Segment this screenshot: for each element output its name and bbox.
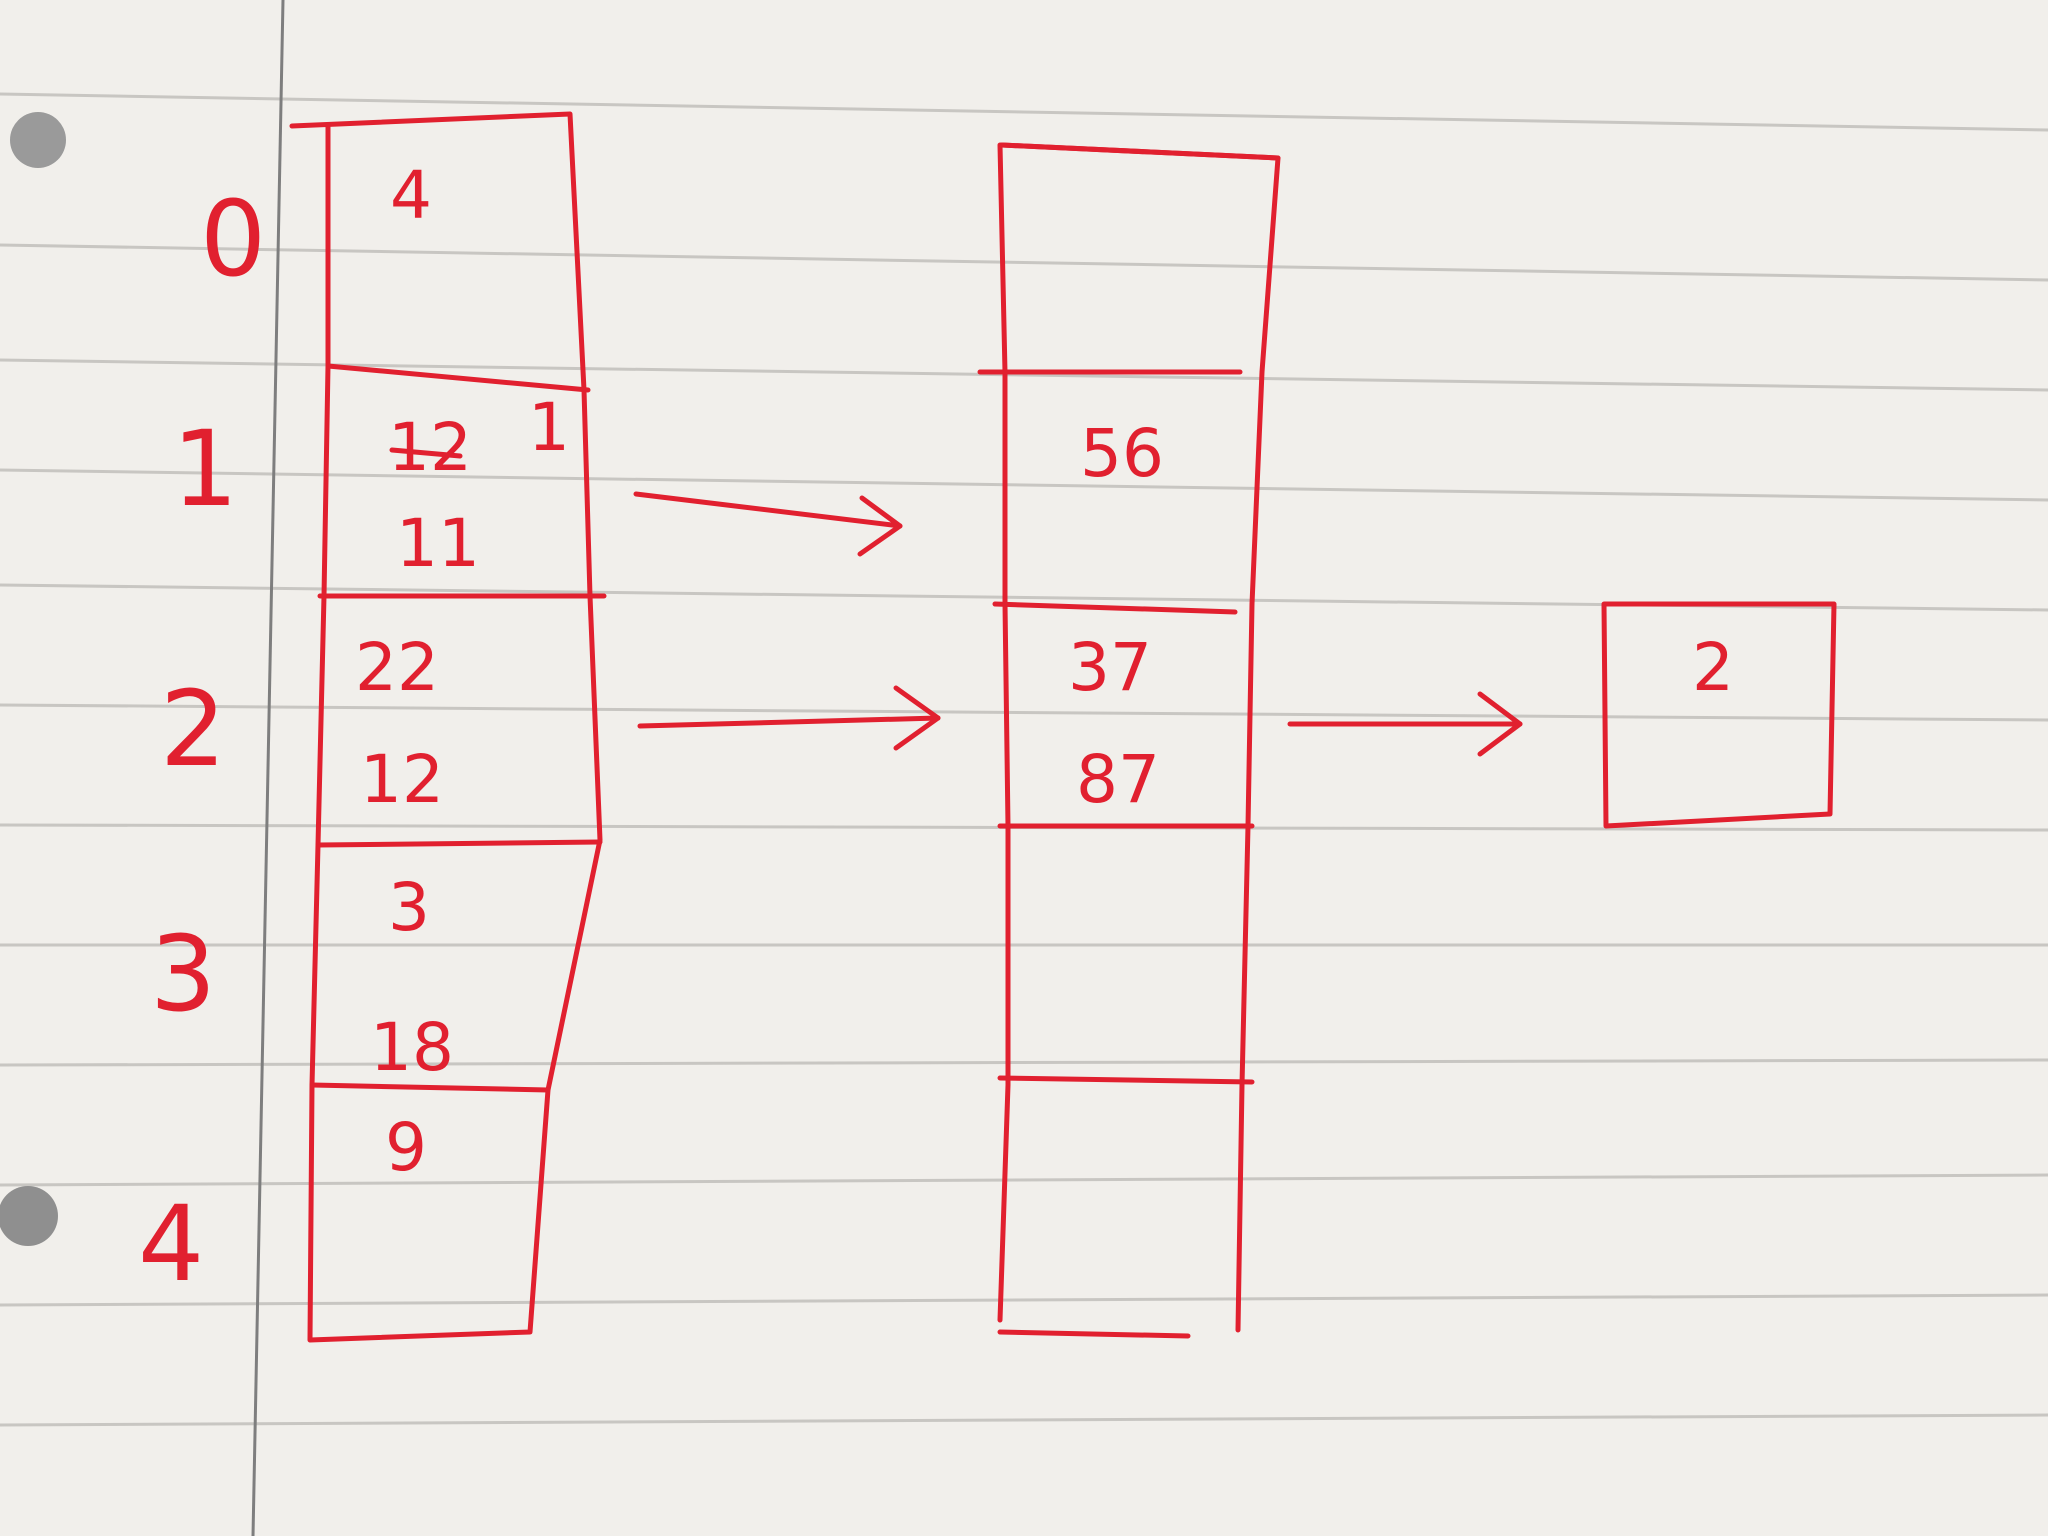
first-table-text: 4 12 1 11 22 12 3 18 9 — [355, 157, 570, 1186]
ruled-line-6 — [0, 703, 2048, 722]
row-labels: 0 1 2 3 4 — [138, 178, 266, 1305]
second-table-text: 56 37 87 — [1068, 415, 1164, 818]
ruled-line-1 — [0, 92, 2048, 132]
second-table-bottom-edge — [997, 1329, 1191, 1339]
ruled-line-2 — [0, 243, 2048, 282]
cell-0-value-1: 4 — [390, 157, 432, 234]
second-table-divider-2 — [992, 601, 1238, 615]
cell-3-value-2: 18 — [370, 1009, 454, 1086]
binder-hole-top — [10, 112, 66, 168]
second-cell-1-value-1: 56 — [1080, 415, 1164, 492]
pointer-arrows — [633, 491, 1523, 757]
ruled-line-9 — [0, 1058, 2048, 1067]
first-table-divider-4 — [309, 1082, 551, 1093]
arrow-1-head — [857, 495, 903, 557]
cell-2-value-1: 22 — [355, 629, 439, 706]
row-label-0: 0 — [200, 178, 266, 300]
third-box — [1601, 601, 1837, 829]
first-table — [289, 111, 607, 1343]
arrow-1-shaft — [633, 491, 903, 529]
cell-2-value-2: 12 — [360, 741, 444, 818]
first-table-divider-1 — [325, 363, 591, 393]
third-box-outline — [1601, 601, 1837, 829]
first-table-divider-3 — [315, 839, 603, 848]
second-cell-2-value-2: 87 — [1076, 741, 1160, 818]
first-table-strike — [389, 447, 463, 459]
cell-1-crossed-value: 12 — [388, 409, 472, 486]
second-table — [977, 142, 1281, 1339]
row-label-4: 4 — [138, 1183, 204, 1305]
left-margin-line — [251, 0, 285, 1536]
arrow-2-head — [893, 685, 941, 751]
ruled-lines — [0, 92, 2048, 1427]
binder-hole-bottom — [0, 1186, 58, 1246]
row-label-1: 1 — [172, 408, 238, 530]
arrow-3-head — [1477, 691, 1523, 757]
second-table-divider-4 — [997, 1075, 1255, 1085]
row-label-2: 2 — [160, 668, 226, 790]
second-table-top-edge — [999, 142, 1281, 161]
cell-1-value-2: 11 — [396, 505, 480, 582]
third-box-value: 2 — [1692, 629, 1734, 706]
cell-3-value-1: 3 — [388, 869, 430, 946]
row-label-3: 3 — [150, 913, 216, 1035]
ruled-line-11 — [0, 1293, 2048, 1307]
cell-1-value-1: 1 — [528, 389, 570, 466]
second-cell-2-value-1: 37 — [1068, 629, 1152, 706]
binder-holes — [0, 112, 66, 1246]
ruled-line-4 — [0, 468, 2048, 502]
cell-4-value-1: 9 — [385, 1109, 427, 1186]
ruled-line-10 — [0, 1173, 2048, 1187]
second-table-left-edge — [997, 142, 1011, 1323]
arrow-2-shaft — [637, 715, 941, 729]
ruled-line-12 — [0, 1413, 2048, 1427]
